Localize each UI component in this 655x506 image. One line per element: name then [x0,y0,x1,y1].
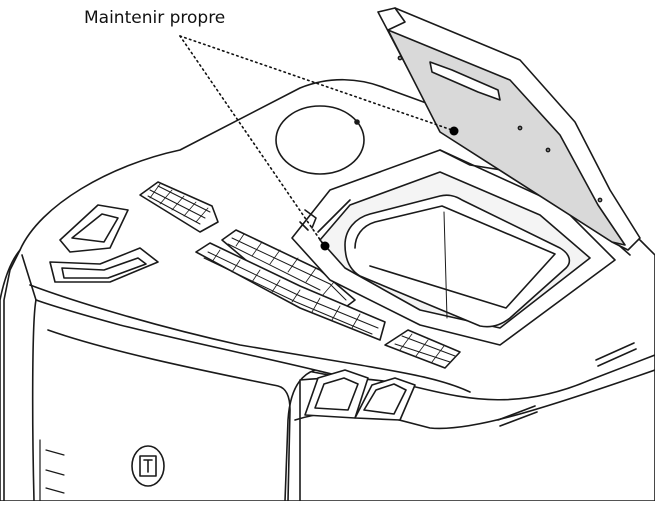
hopper-lid-edge [387,7,406,31]
side-slot [499,411,538,427]
side-slot [595,342,635,361]
front-panel-inner [47,329,291,502]
hopper-lid-inner [387,29,626,246]
handle-recess [49,247,159,283]
lid-screw [517,125,523,131]
left-side [3,249,21,502]
front-detail [39,439,65,502]
handle-recess-inner [71,213,119,243]
hopper-inner [344,194,571,328]
hinge-rod [317,199,351,233]
logo-emblem [131,445,165,487]
lid-screw [597,197,603,203]
side-slot [497,405,536,421]
handle-recess-inner [363,383,407,415]
callout-marker [320,241,330,251]
hopper-floor-line [443,211,448,319]
left-side-edge [21,254,37,301]
callout-marker [449,126,459,136]
callout-label: Maintenir propre [84,8,226,28]
callout-leader [179,35,453,131]
lid-screw [397,55,403,61]
hinge [299,209,317,231]
hopper-inner-edge [354,205,556,309]
handle-recess-inner [61,257,147,279]
hopper-lid-latch [429,61,501,101]
lid-screw [545,147,551,153]
ventilation-grille [384,329,461,369]
handle-recess-inner [314,377,359,411]
round-cover [275,105,365,175]
ventilation-grille [195,242,386,341]
screw [354,119,360,125]
front-edge [29,284,471,393]
side-slot [597,348,637,367]
ventilation-grille [139,181,219,233]
handle-recess [354,377,416,421]
callout-leader [179,35,324,245]
